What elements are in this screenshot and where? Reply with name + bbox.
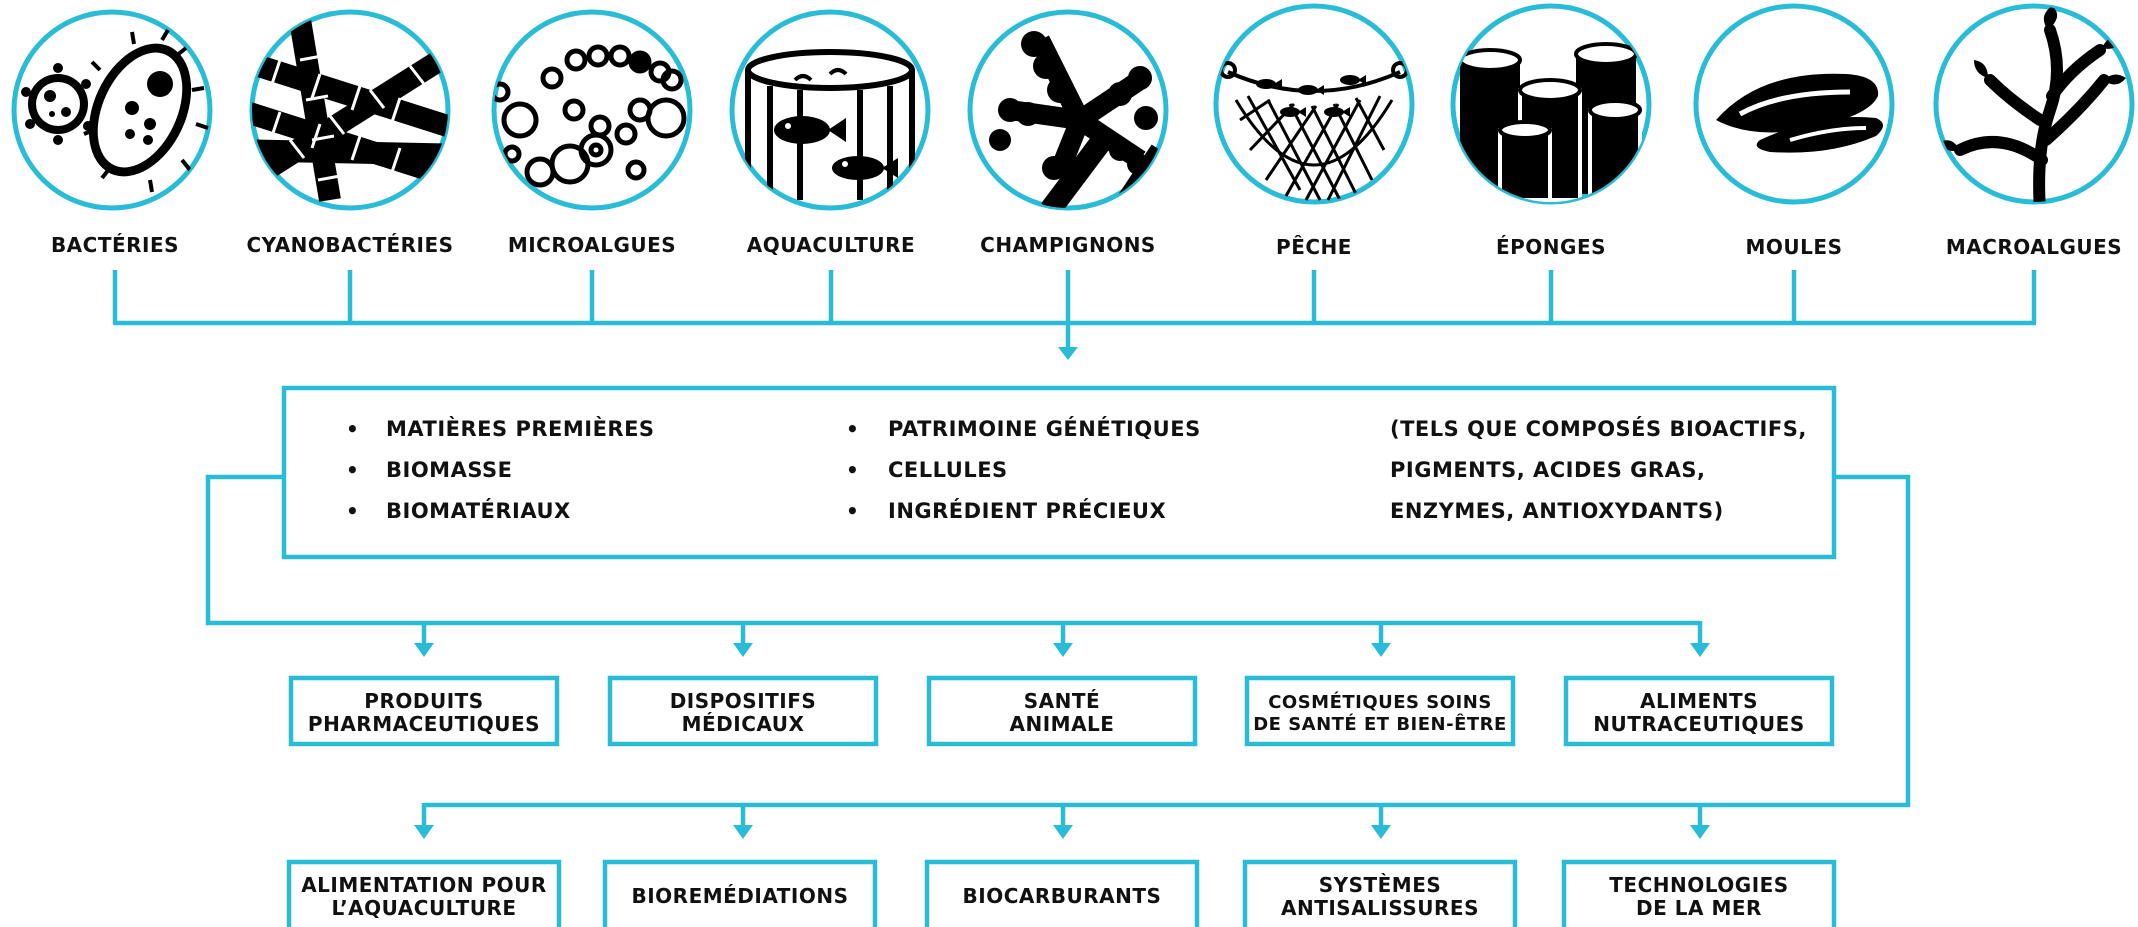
source-label-bacteries: BACTÉRIES	[51, 233, 179, 257]
output-line: ANTISALISSURES	[1281, 896, 1479, 920]
output-sante-animale: SANTÉ ANIMALE	[926, 675, 1198, 747]
output-line: COSMÉTIQUES SOINS	[1268, 691, 1492, 713]
microalgae-icon	[491, 9, 693, 211]
central-item: PIGMENTS, ACIDES GRAS,	[1390, 458, 1705, 482]
fishing-net-icon	[1213, 3, 1415, 205]
output-line: NUTRACEUTIQUES	[1593, 712, 1804, 736]
mussels-icon	[1693, 3, 1895, 205]
source-label-moules: MOULES	[1746, 235, 1843, 259]
central-column-3: (TELS QUE COMPOSÉS BIOACTIFS, PIGMENTS, …	[1390, 416, 1807, 523]
sponges-icon	[1450, 3, 1652, 205]
output-connector-row1	[205, 474, 1710, 657]
central-item: MATIÈRES PREMIÈRES	[386, 416, 655, 441]
bullet: •	[346, 417, 359, 441]
output-line: TECHNOLOGIES	[1609, 873, 1788, 897]
central-item: (TELS QUE COMPOSÉS BIOACTIFS,	[1390, 416, 1807, 441]
source-label-eponges: ÉPONGES	[1496, 235, 1606, 259]
bullet: •	[346, 499, 359, 523]
output-systemes-antisalissures: SYSTÈMES ANTISALISSURES	[1242, 859, 1518, 927]
output-line: SANTÉ	[1024, 689, 1100, 713]
output-line: L’AQUACULTURE	[331, 896, 516, 920]
outputs-row-2: ALIMENTATION POUR L’AQUACULTURE BIOREMÉD…	[286, 859, 1837, 927]
arrow-to-central	[1058, 347, 1078, 360]
central-column-1: • • • MATIÈRES PREMIÈRES BIOMASSE BIOMAT…	[346, 416, 655, 523]
bullet: •	[346, 458, 359, 482]
output-technologies-mer: TECHNOLOGIES DE LA MER	[1561, 859, 1837, 927]
bullet: •	[846, 417, 859, 441]
central-item: INGRÉDIENT PRÉCIEUX	[888, 498, 1166, 523]
source-label-cyanobacteries: CYANOBACTÉRIES	[246, 233, 453, 257]
output-line: ALIMENTS	[1640, 689, 1758, 713]
source-labels: BACTÉRIES CYANOBACTÉRIES MICROALGUES AQU…	[51, 233, 2122, 259]
output-line: ANIMALE	[1010, 712, 1115, 736]
central-item: BIOMASSE	[386, 458, 512, 482]
central-item: BIOMATÉRIAUX	[386, 498, 571, 523]
output-cosmetiques: COSMÉTIQUES SOINS DE SANTÉ ET BIEN-ÊTRE	[1244, 675, 1516, 747]
output-line: BIOREMÉDIATIONS	[631, 884, 848, 908]
fungi-icon	[967, 9, 1169, 211]
bullet: •	[846, 499, 859, 523]
central-item: ENZYMES, ANTIOXYDANTS)	[1390, 499, 1724, 523]
output-produits-pharmaceutiques: PRODUITS PHARMACEUTIQUES	[288, 675, 560, 747]
output-line: PHARMACEUTIQUES	[308, 712, 540, 736]
output-line: DISPOSITIFS	[670, 689, 817, 713]
output-line: SYSTÈMES	[1319, 873, 1442, 897]
bacteria-icon	[11, 9, 213, 211]
output-bioremediations: BIOREMÉDIATIONS	[602, 859, 878, 927]
seaweed-icon	[1933, 3, 2135, 205]
central-column-2: • • • PATRIMOINE GÉNÉTIQUES CELLULES ING…	[846, 416, 1201, 523]
output-line: BIOCARBURANTS	[963, 884, 1162, 908]
output-line: PRODUITS	[364, 689, 483, 713]
outputs-row-1: PRODUITS PHARMACEUTIQUES DISPOSITIFS MÉD…	[288, 675, 1835, 747]
source-label-microalgues: MICROALGUES	[508, 233, 676, 257]
source-label-peche: PÊCHE	[1276, 235, 1352, 259]
output-line: DE LA MER	[1636, 896, 1762, 920]
aquaculture-tank-icon	[729, 9, 931, 211]
output-line: ALIMENTATION POUR	[301, 873, 547, 897]
output-dispositifs-medicaux: DISPOSITIFS MÉDICAUX	[607, 675, 879, 747]
output-alimentation-aquaculture: ALIMENTATION POUR L’AQUACULTURE	[286, 859, 562, 927]
cyanobacteria-icon	[249, 9, 451, 211]
source-label-macroalgues: MACROALGUES	[1946, 235, 2122, 259]
bullet: •	[846, 458, 859, 482]
output-line: DE SANTÉ ET BIEN-ÊTRE	[1253, 713, 1507, 735]
output-aliments-nutraceutiques: ALIMENTS NUTRACEUTIQUES	[1563, 675, 1835, 747]
central-item: PATRIMOINE GÉNÉTIQUES	[888, 416, 1201, 441]
central-item: CELLULES	[888, 458, 1008, 482]
source-connector	[112, 270, 2037, 360]
output-biocarburants: BIOCARBURANTS	[924, 859, 1200, 927]
output-connector-row2	[414, 474, 1911, 839]
central-box: • • • MATIÈRES PREMIÈRES BIOMASSE BIOMAT…	[281, 385, 1837, 560]
output-line: MÉDICAUX	[682, 712, 805, 736]
source-label-champignons: CHAMPIGNONS	[980, 233, 1156, 257]
source-label-aquaculture: AQUACULTURE	[747, 233, 915, 257]
